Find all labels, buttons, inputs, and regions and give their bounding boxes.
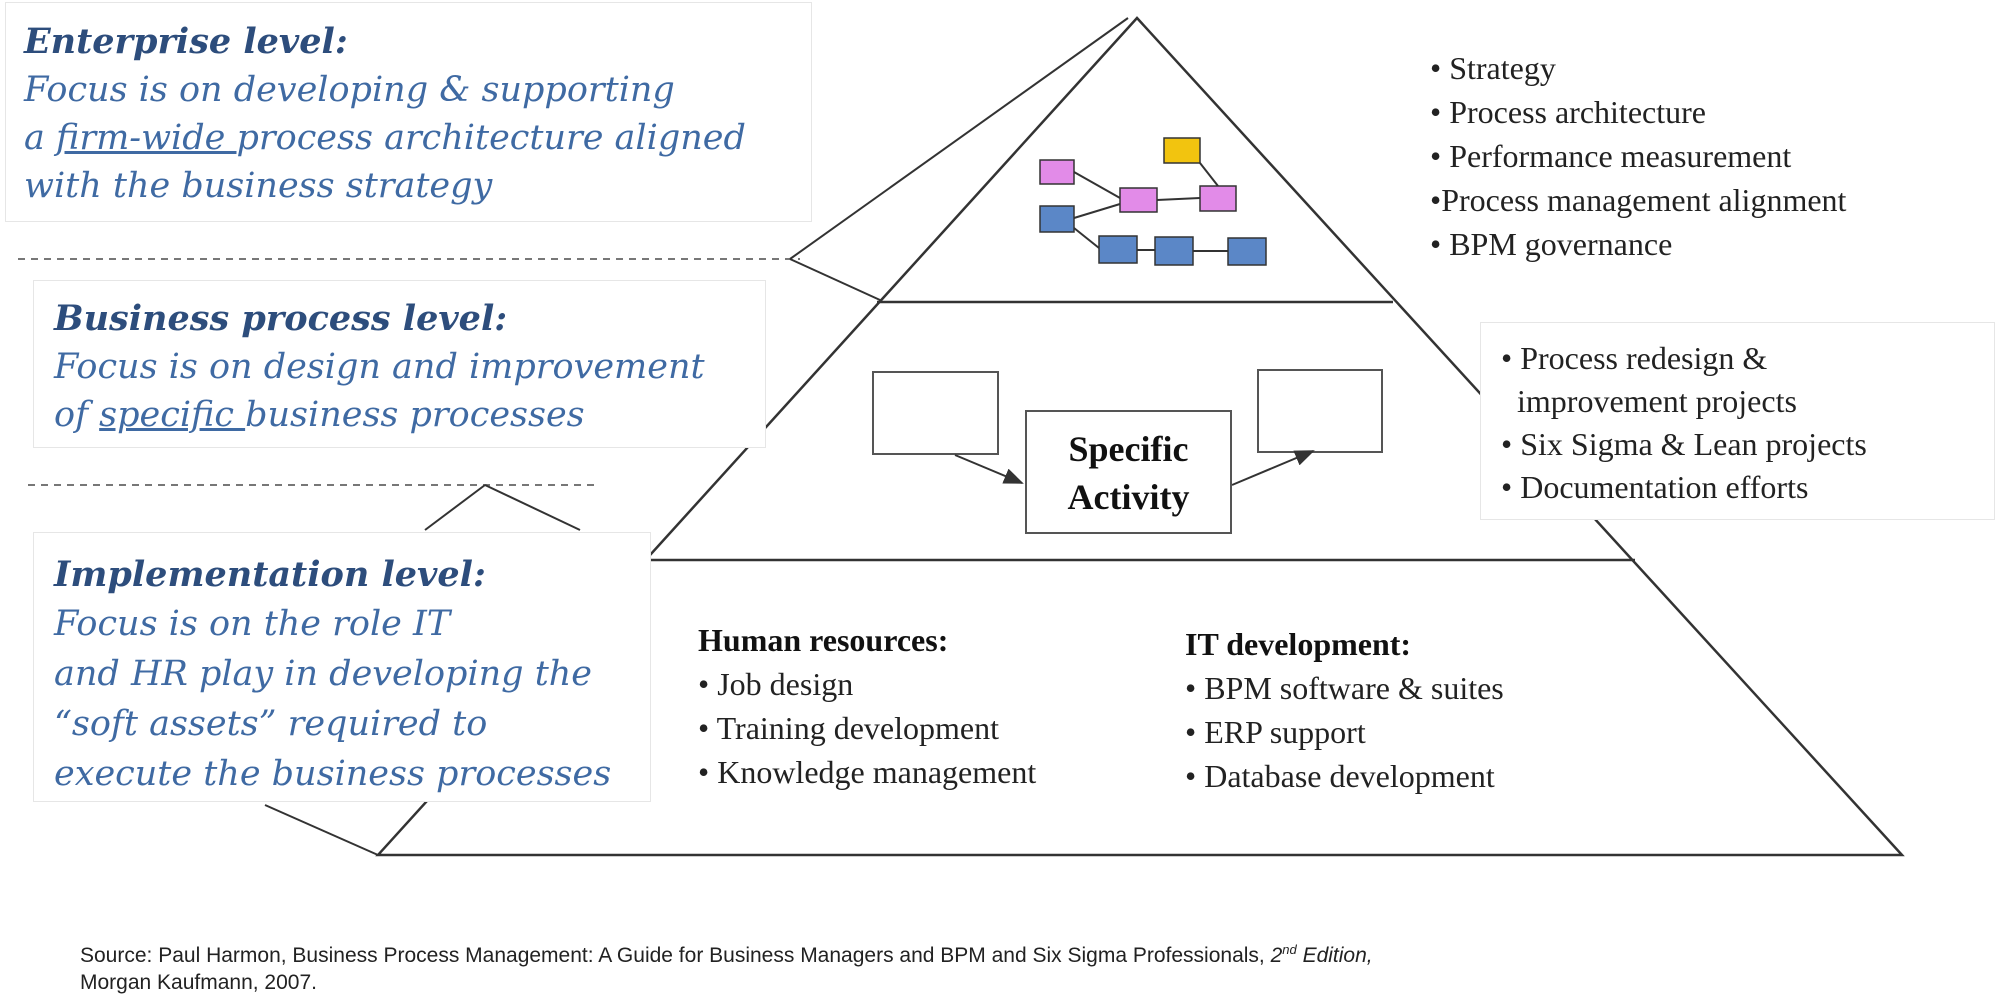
business-process-level-text-2b: specific — [99, 395, 246, 435]
enterprise-bullet-list: • Strategy • Process architecture • Perf… — [1430, 46, 1846, 266]
list-item: • BPM software & suites — [1185, 670, 1504, 706]
business-process-level-box: Business process level: Focus is on desi… — [33, 280, 766, 448]
enterprise-level-text-2c: process architecture aligned — [236, 118, 746, 158]
implementation-level-text-1: Focus is on the role IT — [54, 604, 451, 644]
enterprise-level-title: Enterprise level: — [24, 21, 348, 62]
activity-box-right — [1257, 369, 1383, 453]
process-bullets-box: • Process redesign & improvement project… — [1480, 322, 1995, 520]
list-item: • Training development — [698, 710, 999, 746]
it-development-heading: IT development: — [1185, 626, 1412, 662]
projection-line — [484, 484, 581, 531]
source-edition-suffix: nd — [1282, 942, 1297, 957]
human-resources-column: Human resources: • Job design • Training… — [698, 618, 1036, 794]
it-development-list: • BPM software & suites • ERP support • … — [1185, 666, 1504, 798]
arrow-out — [1231, 450, 1315, 486]
list-item: •Process management alignment — [1430, 182, 1847, 218]
enterprise-level-text-2b: firm-wide — [56, 118, 237, 158]
business-process-level-text-1: Focus is on design and improvement — [54, 347, 705, 387]
enterprise-level-box: Enterprise level: Focus is on developing… — [5, 2, 812, 222]
human-resources-heading: Human resources: — [698, 622, 949, 658]
specific-activity-box: Specific Activity — [1025, 410, 1232, 534]
business-process-level-text-2c: business processes — [245, 395, 585, 435]
list-item: • BPM governance — [1430, 226, 1673, 262]
specific-activity-line-1: Specific — [1068, 429, 1189, 469]
list-item: • Job design — [698, 666, 854, 702]
projection-line — [264, 804, 379, 856]
activity-box-left — [872, 371, 999, 455]
projection-line — [424, 484, 486, 531]
implementation-level-text-4: execute the business processes — [54, 754, 612, 794]
list-item: • Process architecture — [1430, 94, 1706, 130]
business-process-level-title: Business process level: — [54, 298, 508, 339]
list-item: • Process redesign & — [1501, 340, 1768, 376]
list-item: • ERP support — [1185, 714, 1366, 750]
source-text-line-2: Morgan Kaufmann, 2007. — [80, 971, 317, 994]
list-item: • Documentation efforts — [1501, 469, 1809, 505]
projection-line — [789, 258, 881, 301]
source-edition-word: Edition, — [1296, 944, 1373, 967]
it-development-column: IT development: • BPM software & suites … — [1185, 622, 1504, 798]
implementation-level-text-2: and HR play in developing the — [54, 654, 593, 694]
source-citation: Source: Paul Harmon, Business Process Ma… — [80, 936, 1940, 996]
source-edition-number: 2 — [1270, 944, 1283, 967]
source-text: Source: Paul Harmon, Business Process Ma… — [80, 944, 1271, 967]
process-bullet-list: • Process redesign & improvement project… — [1501, 337, 1867, 509]
list-item: • Knowledge management — [698, 754, 1037, 790]
list-item: • Performance measurement — [1430, 138, 1792, 174]
list-item: • Six Sigma & Lean projects — [1501, 426, 1867, 462]
enterprise-level-text-2a: a — [24, 118, 56, 158]
process-flow-icon — [1039, 137, 1267, 266]
human-resources-list: • Job design • Training development • Kn… — [698, 662, 1036, 794]
implementation-level-text-3: “soft assets” required to — [54, 704, 488, 744]
enterprise-level-text-1: Focus is on developing & supporting — [24, 70, 675, 110]
business-process-level-text-2a: of — [54, 395, 100, 435]
implementation-level-box: Implementation level: Focus is on the ro… — [33, 532, 651, 802]
list-item: • Database development — [1185, 758, 1495, 794]
list-item: improvement projects — [1501, 383, 1797, 419]
specific-activity-line-2: Activity — [1067, 477, 1190, 517]
list-item: • Strategy — [1430, 50, 1556, 86]
projection-line — [789, 17, 1129, 260]
implementation-level-title: Implementation level: — [54, 554, 486, 595]
enterprise-level-text-3: with the business strategy — [24, 166, 493, 206]
arrow-in — [954, 454, 1024, 484]
